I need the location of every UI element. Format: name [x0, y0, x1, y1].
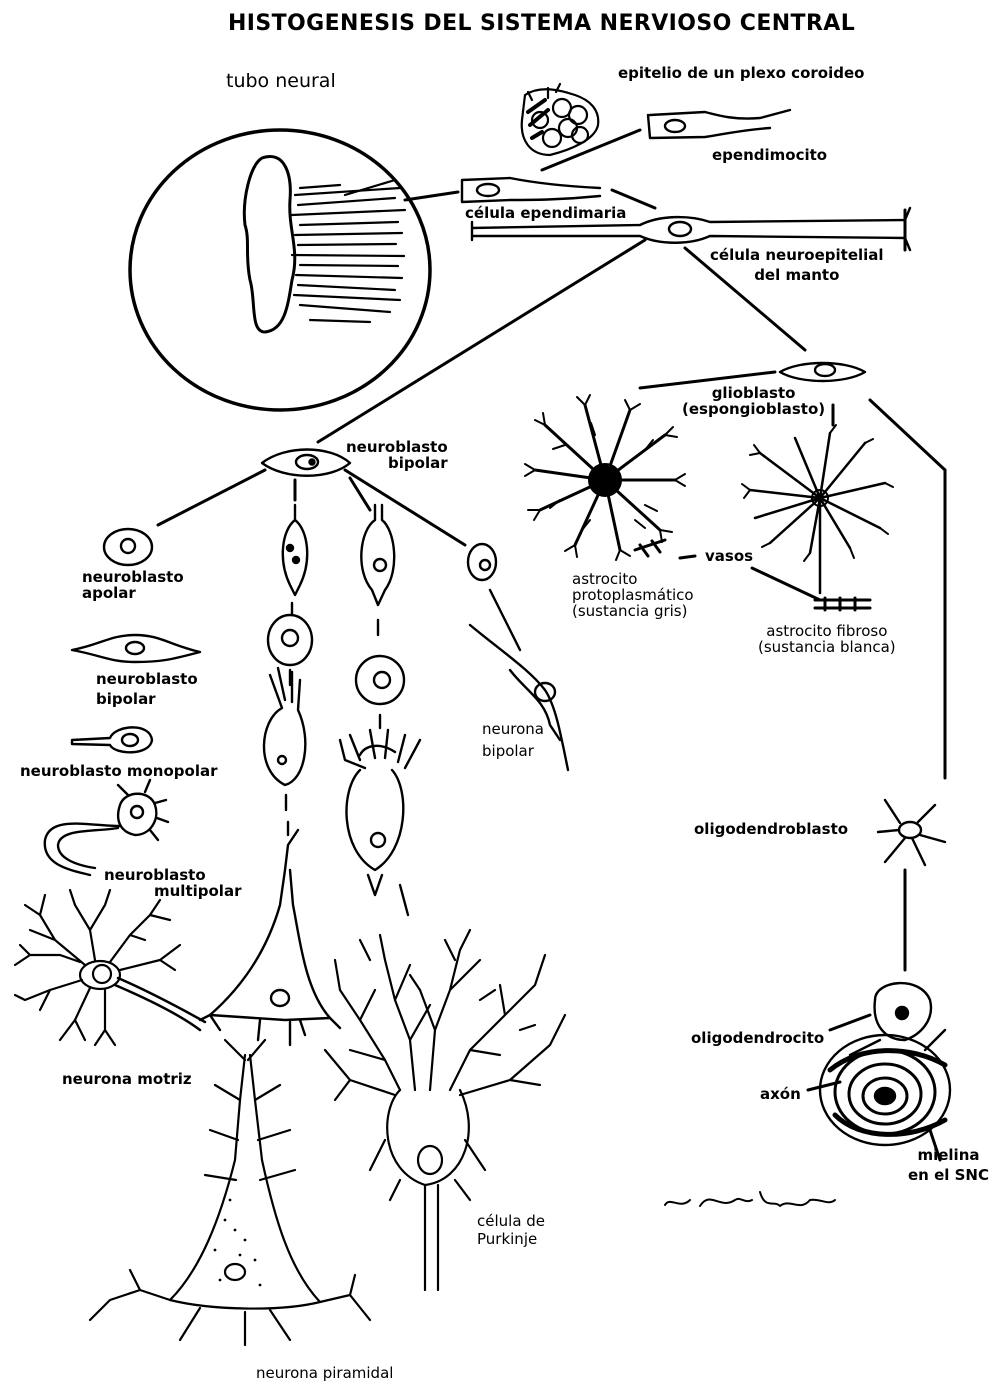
label-neurona-motriz: neurona motriz	[62, 1072, 192, 1088]
young-pyramidal	[200, 830, 340, 1045]
neuroblast-monopolar	[72, 727, 152, 752]
label-oligodendrocito: oligodendrocito	[691, 1031, 824, 1047]
label-glioblasto: glioblasto (espongioblasto)	[682, 386, 825, 418]
label-neuroblasto-monopolar: neuroblasto monopolar	[20, 764, 217, 780]
label-neuroepitelial: célula neuroepitelial del manto	[710, 248, 884, 284]
diagram-title: HISTOGENESIS DEL SISTEMA NERVIOSO CENTRA…	[228, 12, 855, 35]
label-neurona-bipolar-line2: bipolar	[482, 744, 544, 760]
label-neurona-piramidal: neurona piramidal	[256, 1366, 393, 1382]
label-astrocito-proto: astrocito protoplasmático (sustancia gri…	[572, 572, 694, 619]
label-neuroblasto-bipolar: neuroblasto bipolar	[96, 672, 198, 708]
label-axon: axón	[760, 1087, 801, 1103]
ependymal-cell	[462, 178, 600, 202]
protoplasmic-astrocyte	[525, 395, 685, 560]
label-vasos: vasos	[705, 549, 753, 565]
neuroblast-bipolar-left	[72, 635, 200, 662]
label-oligodendroblasto: oligodendroblasto	[694, 822, 848, 838]
vasos-dash-left	[680, 556, 695, 558]
neural-tube	[130, 130, 430, 410]
label-glioblasto-line2: (espongioblasto)	[682, 402, 825, 418]
ependymocyte-cell	[648, 110, 790, 138]
oligodendroblast-cell	[878, 800, 945, 865]
neuroblast-apolar	[104, 529, 152, 565]
label-neurona-bipolar: neurona bipolar	[482, 722, 544, 760]
label-astrocito-fibroso: astrocito fibroso (sustancia blanca)	[758, 624, 896, 656]
line-to-col3	[345, 470, 465, 545]
line-oligodendrocyte-label	[830, 1015, 870, 1030]
label-neuroepitelial-line2: del manto	[710, 268, 884, 284]
vasos-line-right	[752, 568, 820, 600]
label-neurona-bipolar-line1: neurona	[482, 722, 544, 738]
col2-sequence	[340, 505, 420, 915]
neuroblast-multipolar	[45, 780, 168, 875]
label-neuroblasto-apolar-line2: apolar	[82, 586, 184, 602]
label-neuroblasto-bipolar-top-line2: bipolar	[346, 456, 448, 472]
label-tubo-neural: tubo neural	[226, 72, 336, 92]
label-purkinje-line1: célula de	[477, 1214, 545, 1230]
glioblast-cell	[780, 363, 865, 381]
line-mantle-to-neuroblast	[318, 240, 645, 442]
label-neuroblasto-bipolar-line2: bipolar	[96, 692, 198, 708]
label-neuroblasto-multipolar: neuroblasto multipolar	[104, 868, 241, 900]
label-mielina-line2: en el SNC	[908, 1168, 989, 1184]
neuroblast-bipolar-top	[262, 450, 350, 476]
oligodendrocyte-myelin	[820, 983, 950, 1145]
motor-neuron	[15, 890, 205, 1045]
label-neuroblasto-multipolar-line2: multipolar	[154, 884, 241, 900]
label-astrocito-proto-line3: (sustancia gris)	[572, 604, 694, 620]
label-neuroepitelial-line1: célula neuroepitelial	[710, 248, 884, 264]
choroid-plexus-epithelium	[522, 84, 599, 155]
label-ependimocito: ependimocito	[712, 148, 827, 164]
label-astrocito-fib-line2: (sustancia blanca)	[758, 640, 896, 656]
label-purkinje-line2: Purkinje	[477, 1232, 545, 1248]
label-epitelio: epitelio de un plexo coroideo	[618, 66, 864, 82]
fibrous-astrocyte	[742, 425, 893, 610]
label-mielina: mielina en el SNC	[908, 1148, 989, 1184]
label-purkinje: célula de Purkinje	[477, 1214, 545, 1248]
label-celula-ependimaria: célula ependimaria	[465, 206, 626, 222]
line-tube-to-ependymal	[405, 192, 458, 200]
label-neuroblasto-apolar: neuroblasto apolar	[82, 570, 184, 602]
signature	[665, 1192, 835, 1206]
label-neuroblasto-bipolar-top: neuroblasto bipolar	[346, 440, 448, 472]
line-to-apolar	[158, 470, 265, 525]
label-neuroblasto-bipolar-line1: neuroblasto	[96, 672, 198, 688]
label-mielina-line1: mielina	[908, 1148, 989, 1164]
col1-sequence	[264, 505, 312, 835]
line-glioblast-right	[870, 400, 945, 470]
